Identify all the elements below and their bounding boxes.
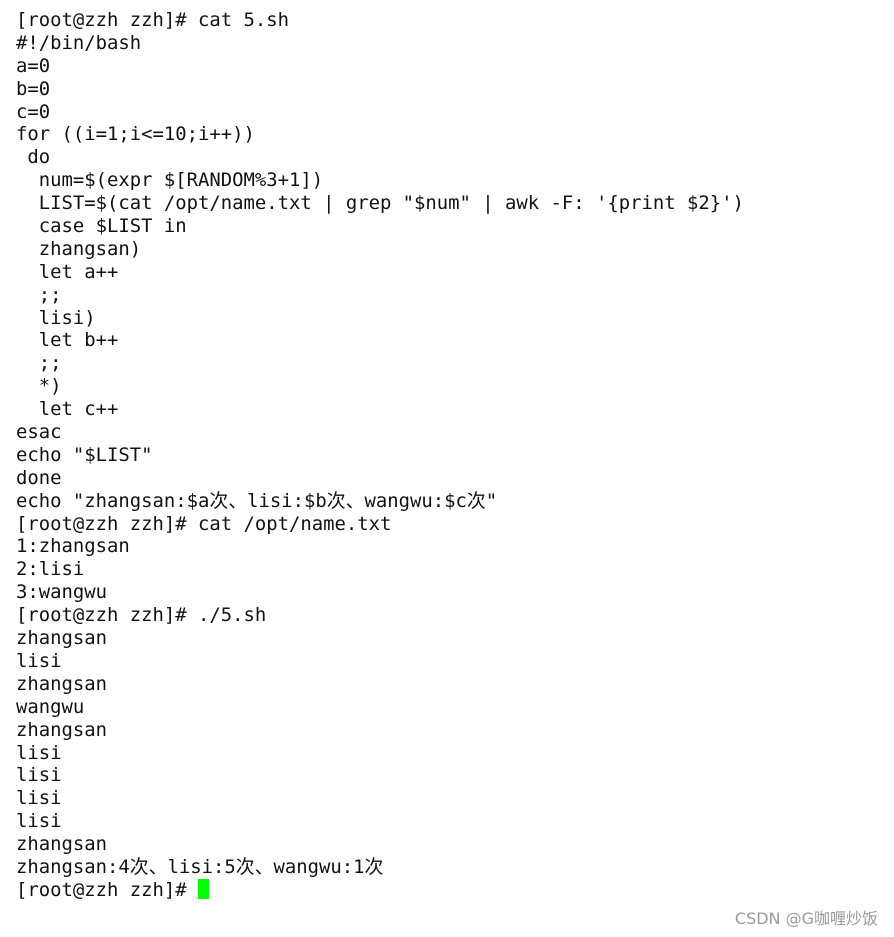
terminal-line: 3:wangwu [16, 581, 107, 604]
terminal-line: zhangsan [16, 627, 107, 650]
terminal-line: done [16, 466, 62, 489]
terminal-line: c=0 [16, 100, 51, 123]
terminal-line: lisi [16, 649, 62, 672]
terminal-line: #!/bin/bash [16, 31, 142, 54]
terminal-line: 2:lisi [16, 558, 85, 581]
terminal-line: zhangsan [16, 833, 107, 856]
terminal-line: case $LIST in [16, 215, 187, 238]
watermark: CSDN @G咖喱炒饭 [734, 909, 878, 928]
terminal-line: lisi [16, 787, 62, 810]
cursor [197, 878, 209, 899]
terminal-line: [root@zzh zzh]# cat 5.sh [16, 9, 289, 31]
terminal-line: lisi) [16, 306, 96, 329]
terminal-line: echo "$LIST" [16, 443, 153, 466]
terminal-line: ;; [16, 283, 62, 306]
terminal-line: LIST=$(cat /opt/name.txt | grep "$num" |… [16, 192, 744, 215]
terminal-line: num=$(expr $[RANDOM%3+1]) [16, 169, 324, 192]
terminal-line: lisi [16, 741, 62, 764]
terminal-line: esac [16, 421, 62, 444]
terminal-line: wangwu [16, 695, 85, 718]
terminal-line: zhangsan [16, 718, 107, 741]
terminal-line: for ((i=1;i<=10;i++)) [16, 123, 255, 146]
terminal-line: lisi [16, 810, 62, 833]
terminal-line: lisi [16, 764, 62, 787]
terminal-line: do [16, 146, 51, 169]
prompt: [root@zzh zzh]# [16, 878, 198, 901]
terminal-line: a=0 [16, 54, 51, 77]
terminal-line: b=0 [16, 77, 51, 100]
terminal-line: let c++ [16, 398, 119, 421]
terminal-line: echo "zhangsan:$a次、lisi:$b次、wangwu:$c次" [16, 489, 498, 512]
terminal-line: [root@zzh zzh]# cat /opt/name.txt [16, 512, 392, 535]
terminal-line: let a++ [16, 260, 119, 283]
terminal-line: 1:zhangsan [16, 535, 130, 558]
terminal-line: zhangsan) [16, 237, 142, 260]
terminal-line: ;; [16, 352, 62, 375]
terminal-line: [root@zzh zzh]# ./5.sh [16, 604, 267, 627]
terminal-prompt-line[interactable]: [root@zzh zzh]# [16, 878, 744, 902]
terminal-line: let b++ [16, 329, 119, 352]
terminal-line: zhangsan:4次、lisi:5次、wangwu:1次 [16, 855, 384, 878]
terminal-line: zhangsan [16, 672, 107, 695]
terminal-line: *) [16, 375, 62, 398]
